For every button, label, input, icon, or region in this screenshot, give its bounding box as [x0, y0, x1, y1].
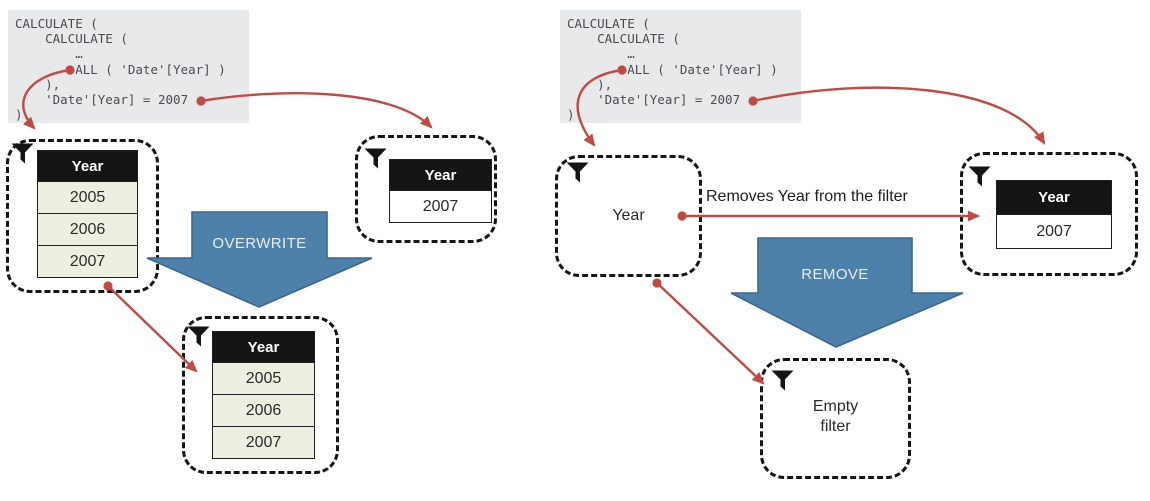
filter-icon	[364, 148, 387, 169]
connector-dot	[652, 278, 662, 288]
overwrite-block-arrow-label: OVERWRITE	[212, 235, 307, 252]
filter-table-previous-left: Year 2005 2006 2007	[37, 150, 138, 278]
code-line: )	[15, 107, 23, 123]
table-row: 2005	[38, 181, 137, 213]
code-line: CALCULATE (	[567, 16, 650, 31]
filter-icon	[11, 143, 34, 164]
code-line: CALCULATE (	[15, 31, 128, 47]
table-row: 2006	[38, 213, 137, 245]
code-line: )	[567, 107, 575, 123]
filter-icon	[566, 162, 589, 183]
filter-table-result-left: Year 2005 2006 2007	[212, 331, 315, 459]
code-line: 'Date'[Year] = 2007	[567, 92, 741, 108]
code-line: ),	[567, 76, 613, 92]
table-row: 2005	[213, 362, 314, 394]
filter-box-result-left	[182, 316, 339, 474]
table-header: Year	[213, 332, 314, 362]
filter-table-new-right: Year 2007	[996, 180, 1112, 249]
filter-icon	[771, 370, 794, 391]
remove-block-arrow	[730, 237, 964, 348]
code-line: ),	[15, 76, 61, 92]
filter-box-new-right	[960, 152, 1138, 276]
table-row: 2007	[213, 426, 314, 458]
code-line: ALL ( 'Date'[Year] )	[15, 61, 226, 77]
filter-box-empty-right	[760, 358, 911, 479]
remove-block-arrow-label: REMOVE	[801, 266, 869, 283]
overwrite-block-arrow	[146, 211, 373, 308]
removed-filter-label: Year	[612, 207, 645, 224]
code-line: CALCULATE (	[567, 31, 680, 47]
table-row: 2007	[390, 190, 491, 222]
table-header: Year	[390, 160, 491, 190]
code-line: …	[567, 46, 635, 62]
filter-icon	[968, 166, 991, 187]
empty-filter-label: Empty filter	[812, 398, 859, 435]
dax-code-block-left: CALCULATE ( CALCULATE ( … ALL ( 'Date'[Y…	[8, 10, 249, 123]
arrow-removed-to-empty	[656, 282, 765, 385]
table-header: Year	[997, 181, 1111, 214]
code-line: ALL ( 'Date'[Year] )	[567, 61, 778, 77]
code-line: 'Date'[Year] = 2007	[15, 92, 189, 108]
table-row: 2006	[213, 394, 314, 426]
table-header: Year	[38, 151, 137, 181]
table-row: 2007	[38, 245, 137, 277]
table-row: 2007	[997, 214, 1111, 248]
filter-table-new-left: Year 2007	[389, 159, 492, 223]
filter-icon	[187, 326, 210, 347]
remove-annotation-text: Removes Year from the filter	[706, 188, 908, 205]
code-line: CALCULATE (	[15, 16, 98, 31]
dax-code-block-right: CALCULATE ( CALCULATE ( … ALL ( 'Date'[Y…	[560, 10, 801, 123]
filter-box-new-left	[355, 135, 497, 243]
code-line: …	[15, 46, 83, 62]
